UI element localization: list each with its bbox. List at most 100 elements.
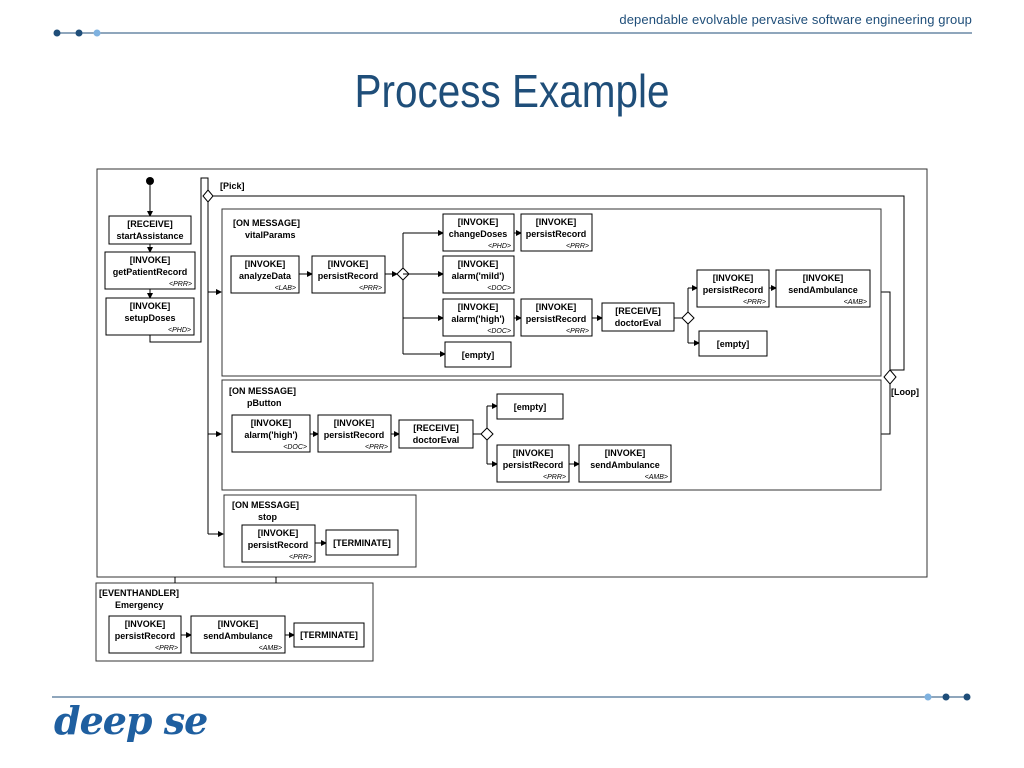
on-message-vitalParams	[221, 208, 882, 377]
empty-doctor-vital: [empty]	[698, 330, 768, 357]
slide-title: Process Example	[354, 65, 670, 117]
svg-text:persistRecord: persistRecord	[703, 285, 764, 295]
svg-text:<PRR>: <PRR>	[289, 554, 312, 561]
invoke-alarm-high-vital: [INVOKE] alarm('high') <DOC>	[442, 298, 515, 337]
invoke-analyzeData: [INVOKE] analyzeData <LAB>	[230, 255, 300, 294]
invoke-persistRecord-vital: [INVOKE] persistRecord <PRR>	[311, 255, 386, 294]
svg-text:<PRR>: <PRR>	[543, 474, 566, 481]
empty-pButton: [empty]	[496, 393, 564, 420]
svg-text:<AMB>: <AMB>	[645, 474, 668, 481]
svg-text:<PRR>: <PRR>	[169, 281, 192, 288]
terminate-emergency: [TERMINATE]	[293, 622, 365, 648]
process-frame	[96, 168, 928, 578]
invoke-persistRecord-pButton: [INVOKE] persistRecord <PRR>	[317, 414, 392, 453]
svg-text:[INVOKE]: [INVOKE]	[125, 619, 166, 629]
invoke-sendAmbulance-vital: [INVOKE] sendAmbulance <AMB>	[775, 269, 871, 308]
svg-text:pButton: pButton	[247, 398, 281, 408]
svg-text:[INVOKE]: [INVOKE]	[130, 301, 171, 311]
svg-text:[empty]: [empty]	[514, 402, 547, 412]
svg-text:doctorEval: doctorEval	[413, 435, 460, 445]
svg-text:[ON MESSAGE]: [ON MESSAGE]	[229, 386, 296, 396]
svg-text:[INVOKE]: [INVOKE]	[605, 448, 646, 458]
terminate-stop: [TERMINATE]	[325, 529, 399, 556]
invoke-persistRecord-doses: [INVOKE] persistRecord <PRR>	[520, 213, 593, 252]
svg-text:[TERMINATE]: [TERMINATE]	[333, 538, 391, 548]
svg-text:[INVOKE]: [INVOKE]	[713, 273, 754, 283]
svg-text:<PRR>: <PRR>	[155, 645, 178, 652]
invoke-getPatientRecord: [INVOKE] getPatientRecord <PRR>	[104, 251, 196, 290]
svg-text:persistRecord: persistRecord	[503, 460, 564, 470]
start-node	[146, 177, 154, 185]
svg-text:stop: stop	[258, 512, 278, 522]
receive-startAssistance: [RECEIVE] startAssistance	[108, 215, 192, 245]
svg-text:[INVOKE]: [INVOKE]	[803, 273, 844, 283]
svg-text:<AMB>: <AMB>	[844, 299, 867, 306]
svg-text:persistRecord: persistRecord	[318, 271, 379, 281]
svg-text:setupDoses: setupDoses	[124, 313, 175, 323]
svg-text:changeDoses: changeDoses	[449, 229, 508, 239]
svg-text:[INVOKE]: [INVOKE]	[334, 418, 375, 428]
svg-text:<DOC>: <DOC>	[487, 328, 511, 335]
svg-text:[INVOKE]: [INVOKE]	[251, 418, 292, 428]
decision-diamond-doctor-vital	[681, 311, 695, 325]
svg-text:alarm('high'): alarm('high')	[451, 314, 504, 324]
invoke-sendAmbulance-pButton: [INVOKE] sendAmbulance <AMB>	[578, 444, 672, 483]
svg-text:[RECEIVE]: [RECEIVE]	[127, 219, 173, 229]
svg-text:[empty]: [empty]	[717, 339, 750, 349]
svg-text:persistRecord: persistRecord	[115, 631, 176, 641]
svg-text:sendAmbulance: sendAmbulance	[788, 285, 858, 295]
svg-text:[INVOKE]: [INVOKE]	[328, 259, 369, 269]
invoke-setupDoses: [INVOKE] setupDoses <PHD>	[105, 297, 195, 336]
invoke-alarm-mild: [INVOKE] alarm('mild') <DOC>	[442, 255, 515, 294]
svg-text:persistRecord: persistRecord	[526, 314, 587, 324]
svg-text:<PRR>: <PRR>	[365, 444, 388, 451]
invoke-changeDoses: [INVOKE] changeDoses <PHD>	[442, 213, 515, 252]
deep-se-logo: deep se	[54, 698, 208, 743]
on-message-pButton	[221, 379, 882, 491]
eventhandler-label: [EVENTHANDLER]	[99, 588, 179, 598]
svg-text:[INVOKE]: [INVOKE]	[130, 255, 171, 265]
svg-text:[empty]: [empty]	[462, 350, 495, 360]
svg-text:doctorEval: doctorEval	[615, 318, 662, 328]
footer-decoration	[52, 693, 971, 701]
svg-text:<DOC>: <DOC>	[487, 285, 511, 292]
svg-text:[RECEIVE]: [RECEIVE]	[615, 306, 661, 316]
svg-text:<PRR>: <PRR>	[743, 299, 766, 306]
invoke-persistRecord-stop: [INVOKE] persistRecord <PRR>	[241, 524, 316, 563]
empty-vital: [empty]	[444, 341, 512, 368]
receive-doctorEval-pButton: [RECEIVE] doctorEval	[398, 419, 474, 449]
svg-text:<PRR>: <PRR>	[566, 243, 589, 250]
svg-text:[INVOKE]: [INVOKE]	[536, 302, 577, 312]
invoke-persistRecord-ambulance-pButton: [INVOKE] persistRecord <PRR>	[496, 444, 570, 483]
header-decoration	[53, 29, 972, 37]
decision-diamond-pButton	[480, 427, 494, 441]
svg-text:alarm('mild'): alarm('mild')	[452, 271, 505, 281]
svg-text:[INVOKE]: [INVOKE]	[258, 528, 299, 538]
svg-text:alarm('high'): alarm('high')	[244, 430, 297, 440]
svg-text:[INVOKE]: [INVOKE]	[536, 217, 577, 227]
pick-diamond	[202, 189, 214, 203]
svg-text:[INVOKE]: [INVOKE]	[458, 259, 499, 269]
loop-label: [Loop]	[891, 387, 919, 397]
svg-text:<PHD>: <PHD>	[488, 243, 511, 250]
svg-text:[ON MESSAGE]: [ON MESSAGE]	[232, 500, 299, 510]
eventhandler-frame	[95, 582, 374, 662]
receive-doctorEval-vital: [RECEIVE] doctorEval	[601, 302, 675, 332]
invoke-persistRecord-emergency: [INVOKE] persistRecord <PRR>	[108, 615, 182, 654]
svg-text:[RECEIVE]: [RECEIVE]	[413, 423, 459, 433]
header-tagline: dependable evolvable pervasive software …	[619, 12, 972, 27]
svg-text:<PRR>: <PRR>	[566, 328, 589, 335]
svg-text:[TERMINATE]: [TERMINATE]	[300, 630, 358, 640]
svg-text:persistRecord: persistRecord	[324, 430, 385, 440]
svg-text:<DOC>: <DOC>	[283, 444, 307, 451]
svg-text:persistRecord: persistRecord	[248, 540, 309, 550]
svg-text:<LAB>: <LAB>	[275, 285, 296, 292]
on-message-stop	[223, 494, 417, 568]
svg-text:<AMB>: <AMB>	[259, 645, 282, 652]
svg-text:<PRR>: <PRR>	[359, 285, 382, 292]
pick-label: [Pick]	[220, 181, 245, 191]
invoke-persistRecord-high: [INVOKE] persistRecord <PRR>	[520, 298, 593, 337]
svg-text:[INVOKE]: [INVOKE]	[218, 619, 259, 629]
svg-text:[INVOKE]: [INVOKE]	[458, 217, 499, 227]
